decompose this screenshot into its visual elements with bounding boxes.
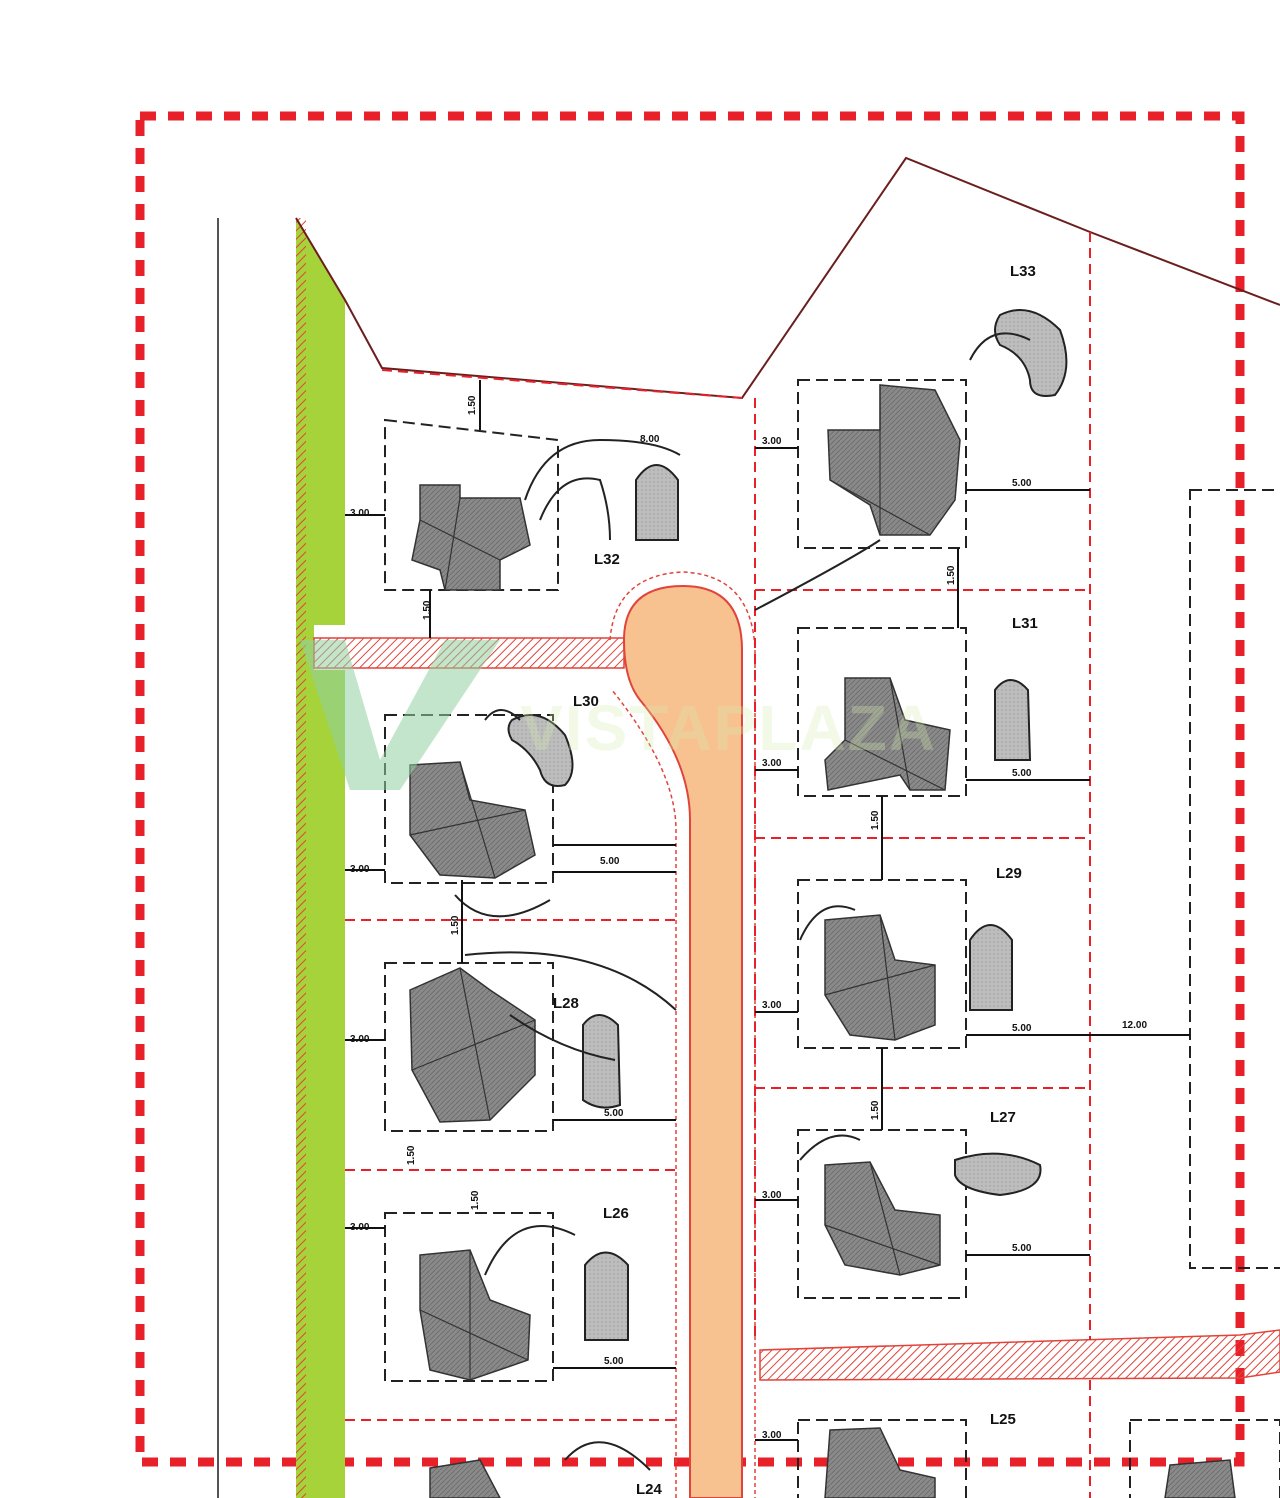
lot-label-l31: L31 — [1012, 615, 1038, 632]
dim-label-300-c: 3.00 — [350, 1034, 370, 1045]
dim-label-300-f: 3.00 — [762, 758, 782, 769]
east-road — [759, 1329, 1280, 1381]
lot-label-l25: L25 — [990, 1411, 1016, 1428]
pools — [507, 309, 1068, 1341]
building-envelopes — [384, 379, 1280, 1498]
lot-label-l26: L26 — [603, 1205, 629, 1222]
dim-label-500-a: 5.00 — [1012, 478, 1032, 489]
dim-label-150-d: 1.50 — [870, 810, 881, 830]
dim-label-300-h: 3.00 — [762, 1190, 782, 1201]
main-road — [622, 584, 743, 1498]
dim-label-800: 8.00 — [640, 434, 660, 445]
dim-label-150-a: 1.50 — [467, 395, 478, 415]
dim-label-500-g: 5.00 — [604, 1356, 624, 1367]
dimension-lines — [345, 380, 1190, 1441]
green-strip — [296, 218, 345, 1498]
dim-label-12: 12.00 — [1122, 1020, 1147, 1031]
watermark: VISTAPLAZA — [300, 640, 937, 790]
dim-label-500-e: 5.00 — [600, 856, 620, 867]
dim-label-500-d: 5.00 — [1012, 1243, 1032, 1254]
lot-label-l27: L27 — [990, 1109, 1016, 1126]
lot-label-l24: L24 — [636, 1481, 663, 1498]
dim-label-150-h: 1.50 — [470, 1190, 481, 1210]
svg-text:VISTAPLAZA: VISTAPLAZA — [520, 692, 937, 764]
dim-label-150-b: 1.50 — [422, 600, 433, 620]
lot-dividers — [345, 232, 1091, 1498]
dim-label-300-b: 3.00 — [350, 864, 370, 875]
green-strip-lower — [314, 670, 345, 1498]
lot-label-l29: L29 — [996, 865, 1022, 882]
dim-label-500-b: 5.00 — [1012, 768, 1032, 779]
lot-label-l33: L33 — [1010, 263, 1036, 280]
hatched-band-left — [296, 218, 306, 1498]
lot-label-l28: L28 — [553, 995, 579, 1012]
dim-label-150-g: 1.50 — [406, 1145, 417, 1165]
dim-label-150-e: 1.50 — [870, 1100, 881, 1120]
north-parcel-line — [295, 156, 1280, 400]
lot-label-l32: L32 — [594, 551, 620, 568]
lot-label-l30: L30 — [573, 693, 599, 710]
dim-label-150-c: 1.50 — [450, 915, 461, 935]
houses — [409, 384, 1236, 1498]
dim-label-500-f: 5.00 — [604, 1108, 624, 1119]
dim-label-300-g: 3.00 — [762, 1000, 782, 1011]
dim-label-300-a: 3.00 — [350, 508, 370, 519]
dim-label-300-i: 3.00 — [762, 1430, 782, 1441]
dim-label-300-d: 3.00 — [350, 1222, 370, 1233]
dim-label-300-e: 3.00 — [762, 436, 782, 447]
dim-label-500-c: 5.00 — [1012, 1023, 1032, 1034]
dim-label-150-f: 1.50 — [946, 565, 957, 585]
